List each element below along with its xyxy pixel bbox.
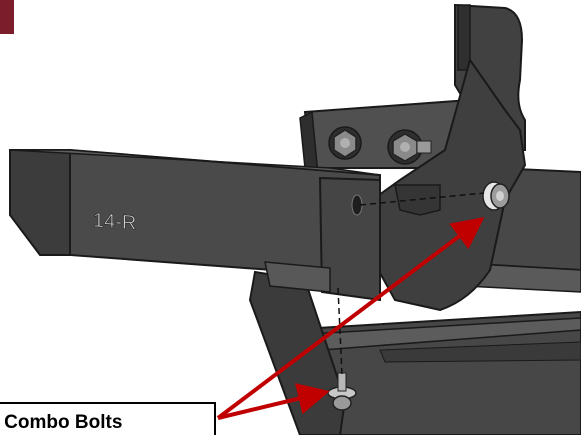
callout-box: m Combo Bolts	[0, 402, 216, 435]
bracket-hook	[394, 184, 441, 216]
lower-rail-lip	[379, 341, 581, 363]
assembly-guide-horizontal	[359, 192, 485, 206]
part-label: 14-R	[93, 210, 136, 235]
upper-bracket-flange	[457, 4, 471, 71]
bolt-icon	[482, 181, 510, 211]
tube-end-plate	[318, 176, 381, 302]
main-tube-top	[9, 149, 381, 176]
callout-label: m Combo Bolts	[0, 412, 123, 433]
corner-tab	[0, 0, 14, 34]
callout-arrow-lower	[217, 383, 330, 420]
assembly-guide-vertical	[337, 287, 343, 376]
callout-arrow-upper	[216, 217, 485, 420]
tube-end-flange	[264, 261, 331, 293]
main-tube-front	[9, 149, 71, 256]
nut-icon	[328, 126, 362, 160]
nut-icon	[387, 129, 432, 165]
